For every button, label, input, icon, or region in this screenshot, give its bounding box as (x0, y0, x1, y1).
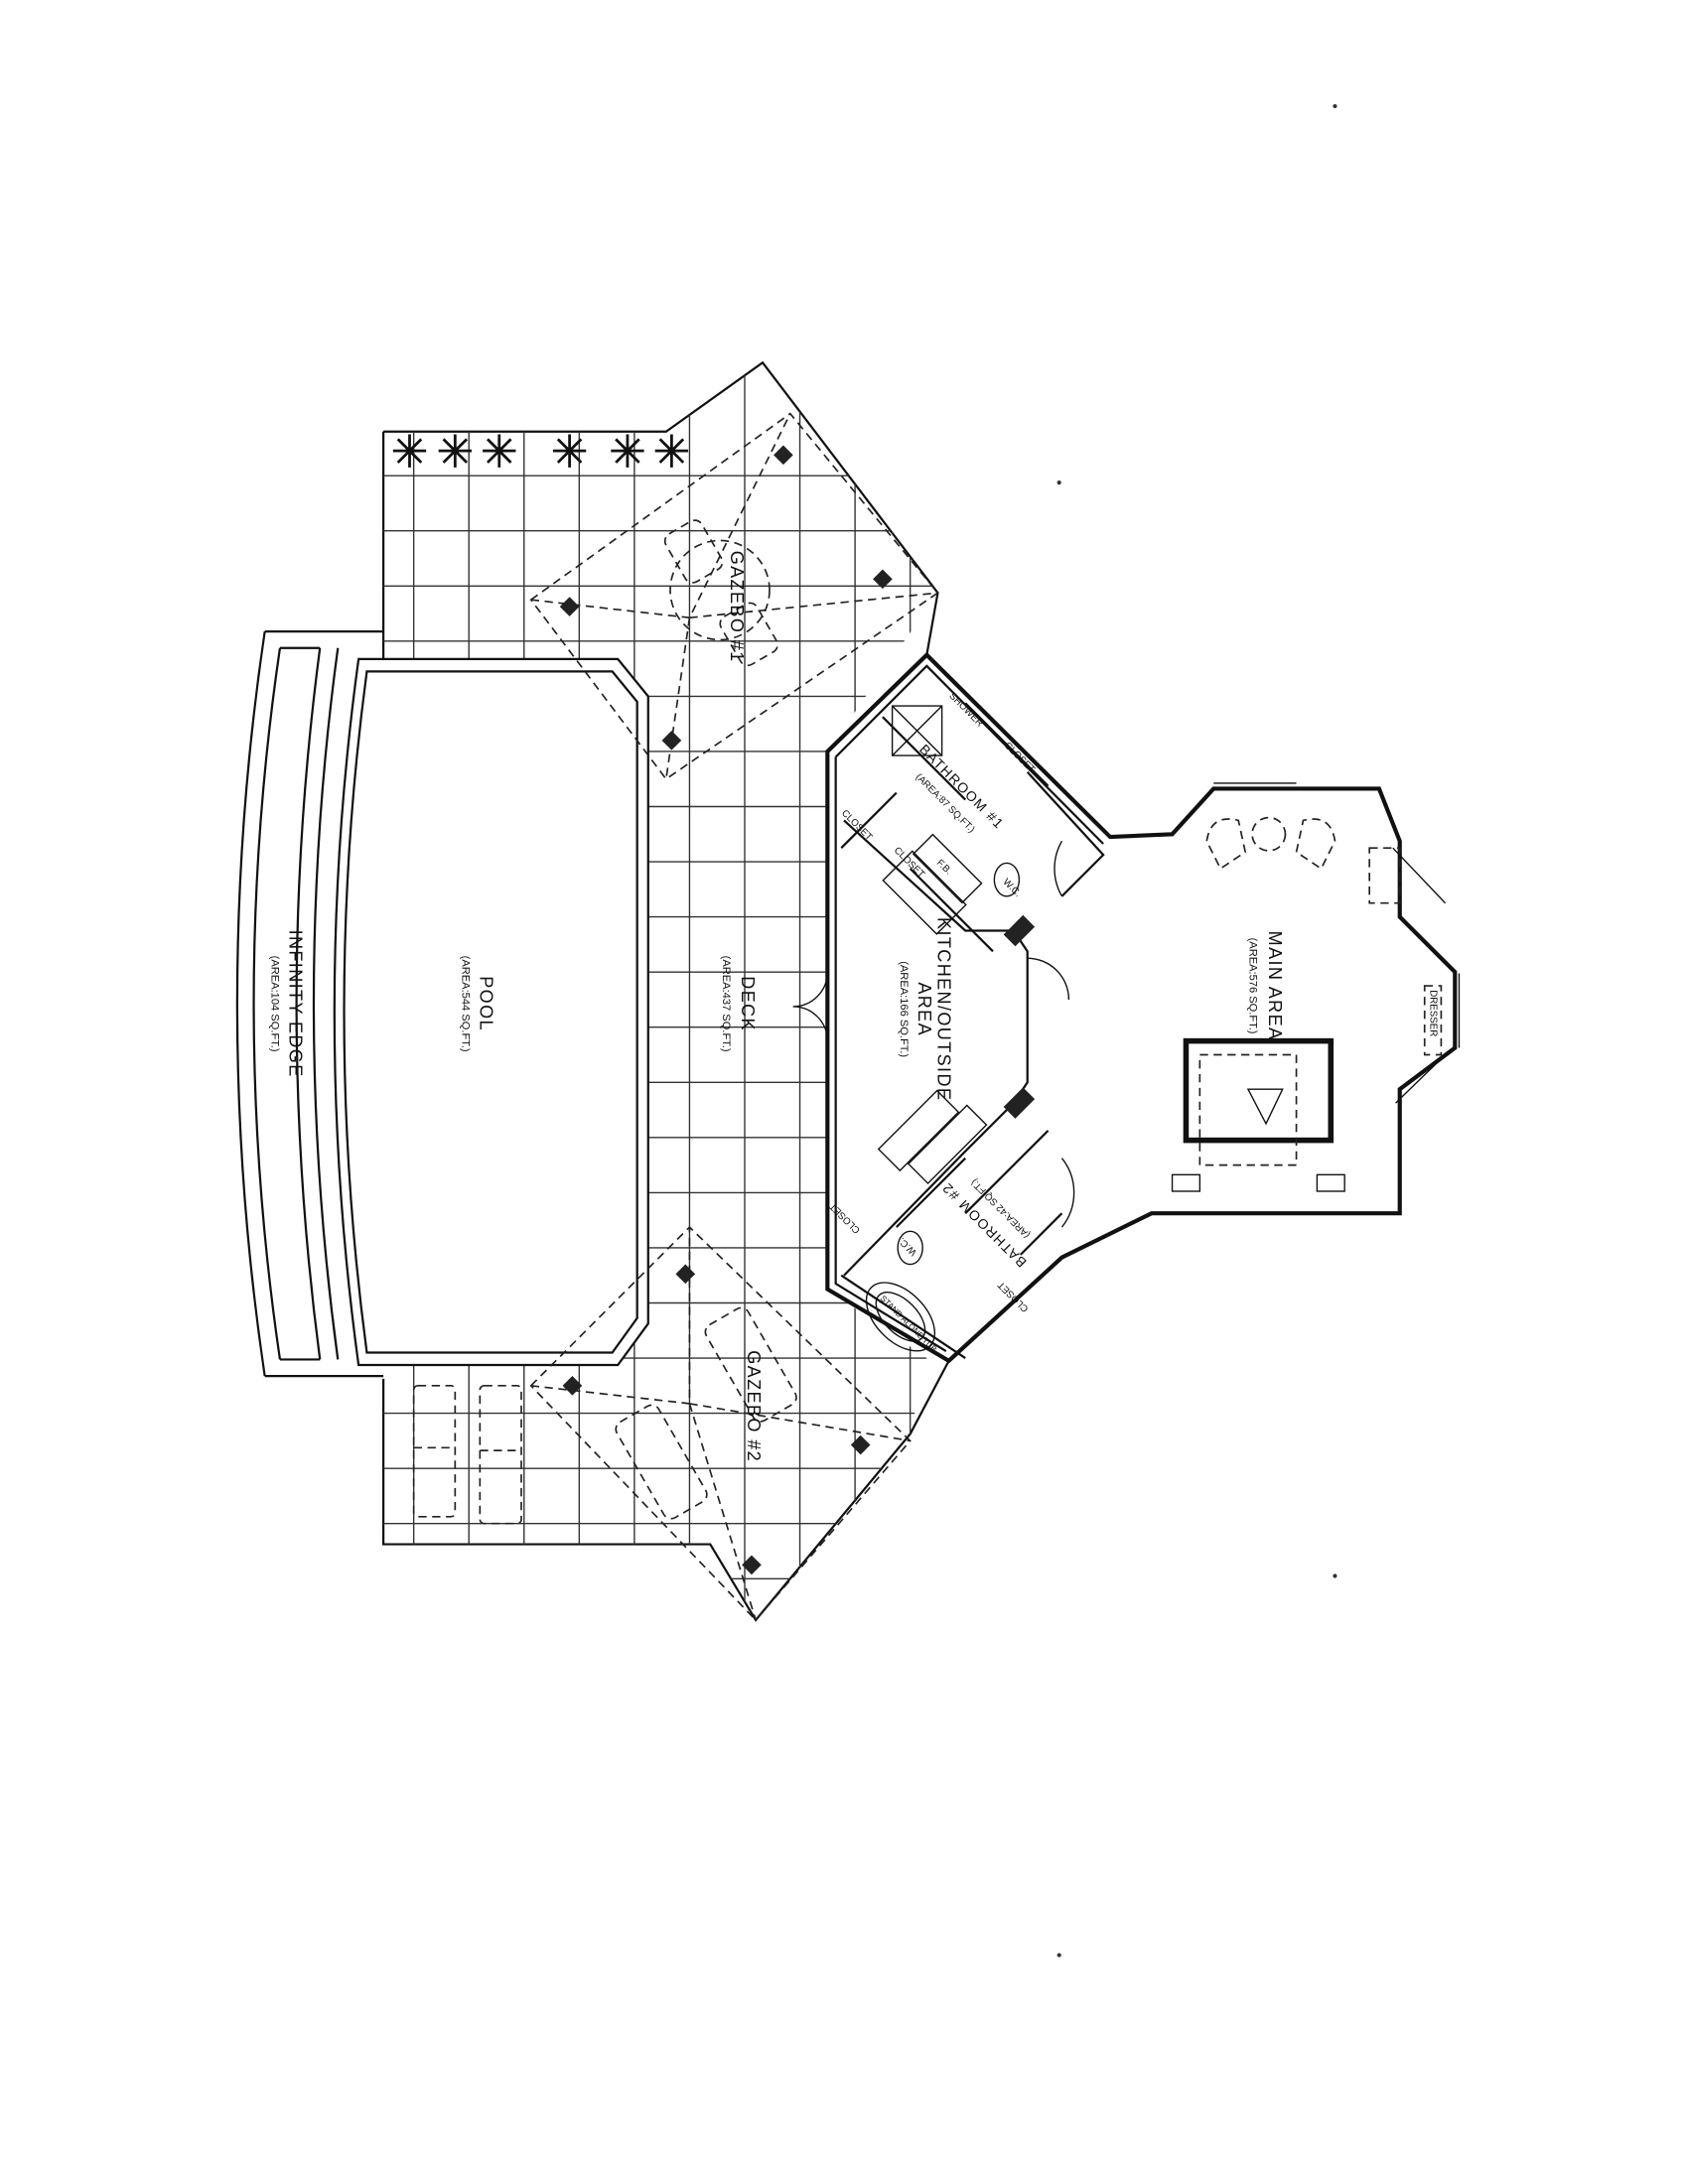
gazebo-post (661, 731, 682, 751)
pool: POOL (AREA:544 SQ.FT.) (333, 657, 649, 1367)
plant-icon (654, 434, 689, 468)
plant-icon (552, 434, 587, 468)
kitchen-label-line1: KITCHEN/OUTSIDE (933, 917, 953, 1101)
gazebo-1-label: GAZEBO #1 (727, 551, 747, 663)
infinity-edge-area: (AREA:104 SQ.FT.) (269, 956, 281, 1052)
pool-label: POOL (476, 976, 495, 1031)
gazebo-post (675, 1264, 696, 1285)
house (792, 651, 1461, 1364)
gazebo-post (850, 1434, 871, 1455)
dresser-label: DRESSER (1427, 990, 1438, 1036)
planter-row (392, 434, 689, 468)
gazebo-1: GAZEBO #1 (529, 412, 939, 780)
gazebo-post (873, 569, 893, 590)
plant-icon (483, 434, 516, 468)
kitchen-area: (AREA:166 SQ.FT.) (898, 961, 910, 1057)
plant-icon (392, 434, 427, 468)
plant-icon (611, 434, 644, 468)
gazebo-2: GAZEBO #2 (529, 1225, 912, 1622)
gazebo-2-label: GAZEBO #2 (744, 1350, 764, 1462)
main-area-area: (AREA:576 SQ.FT.) (1246, 938, 1258, 1034)
lounge-chairs (412, 1385, 522, 1525)
gazebo-post (774, 445, 793, 466)
pool-area: (AREA:544 SQ.FT.) (459, 956, 471, 1052)
infinity-edge: INFINITY EDGE (AREA:104 SQ.FT.) (234, 630, 384, 1378)
kitchen-label-line2: AREA (914, 982, 934, 1036)
gazebo-post (559, 597, 580, 616)
gazebo-post (562, 1376, 583, 1396)
deck-area: (AREA:437 SQ.FT.) (720, 956, 732, 1052)
plant-icon (438, 434, 472, 468)
deck-label: DECK (738, 976, 758, 1031)
gazebo-post (742, 1555, 762, 1575)
infinity-edge-label: INFINITY EDGE (286, 930, 306, 1078)
main-area-label: MAIN AREA (1265, 931, 1285, 1041)
